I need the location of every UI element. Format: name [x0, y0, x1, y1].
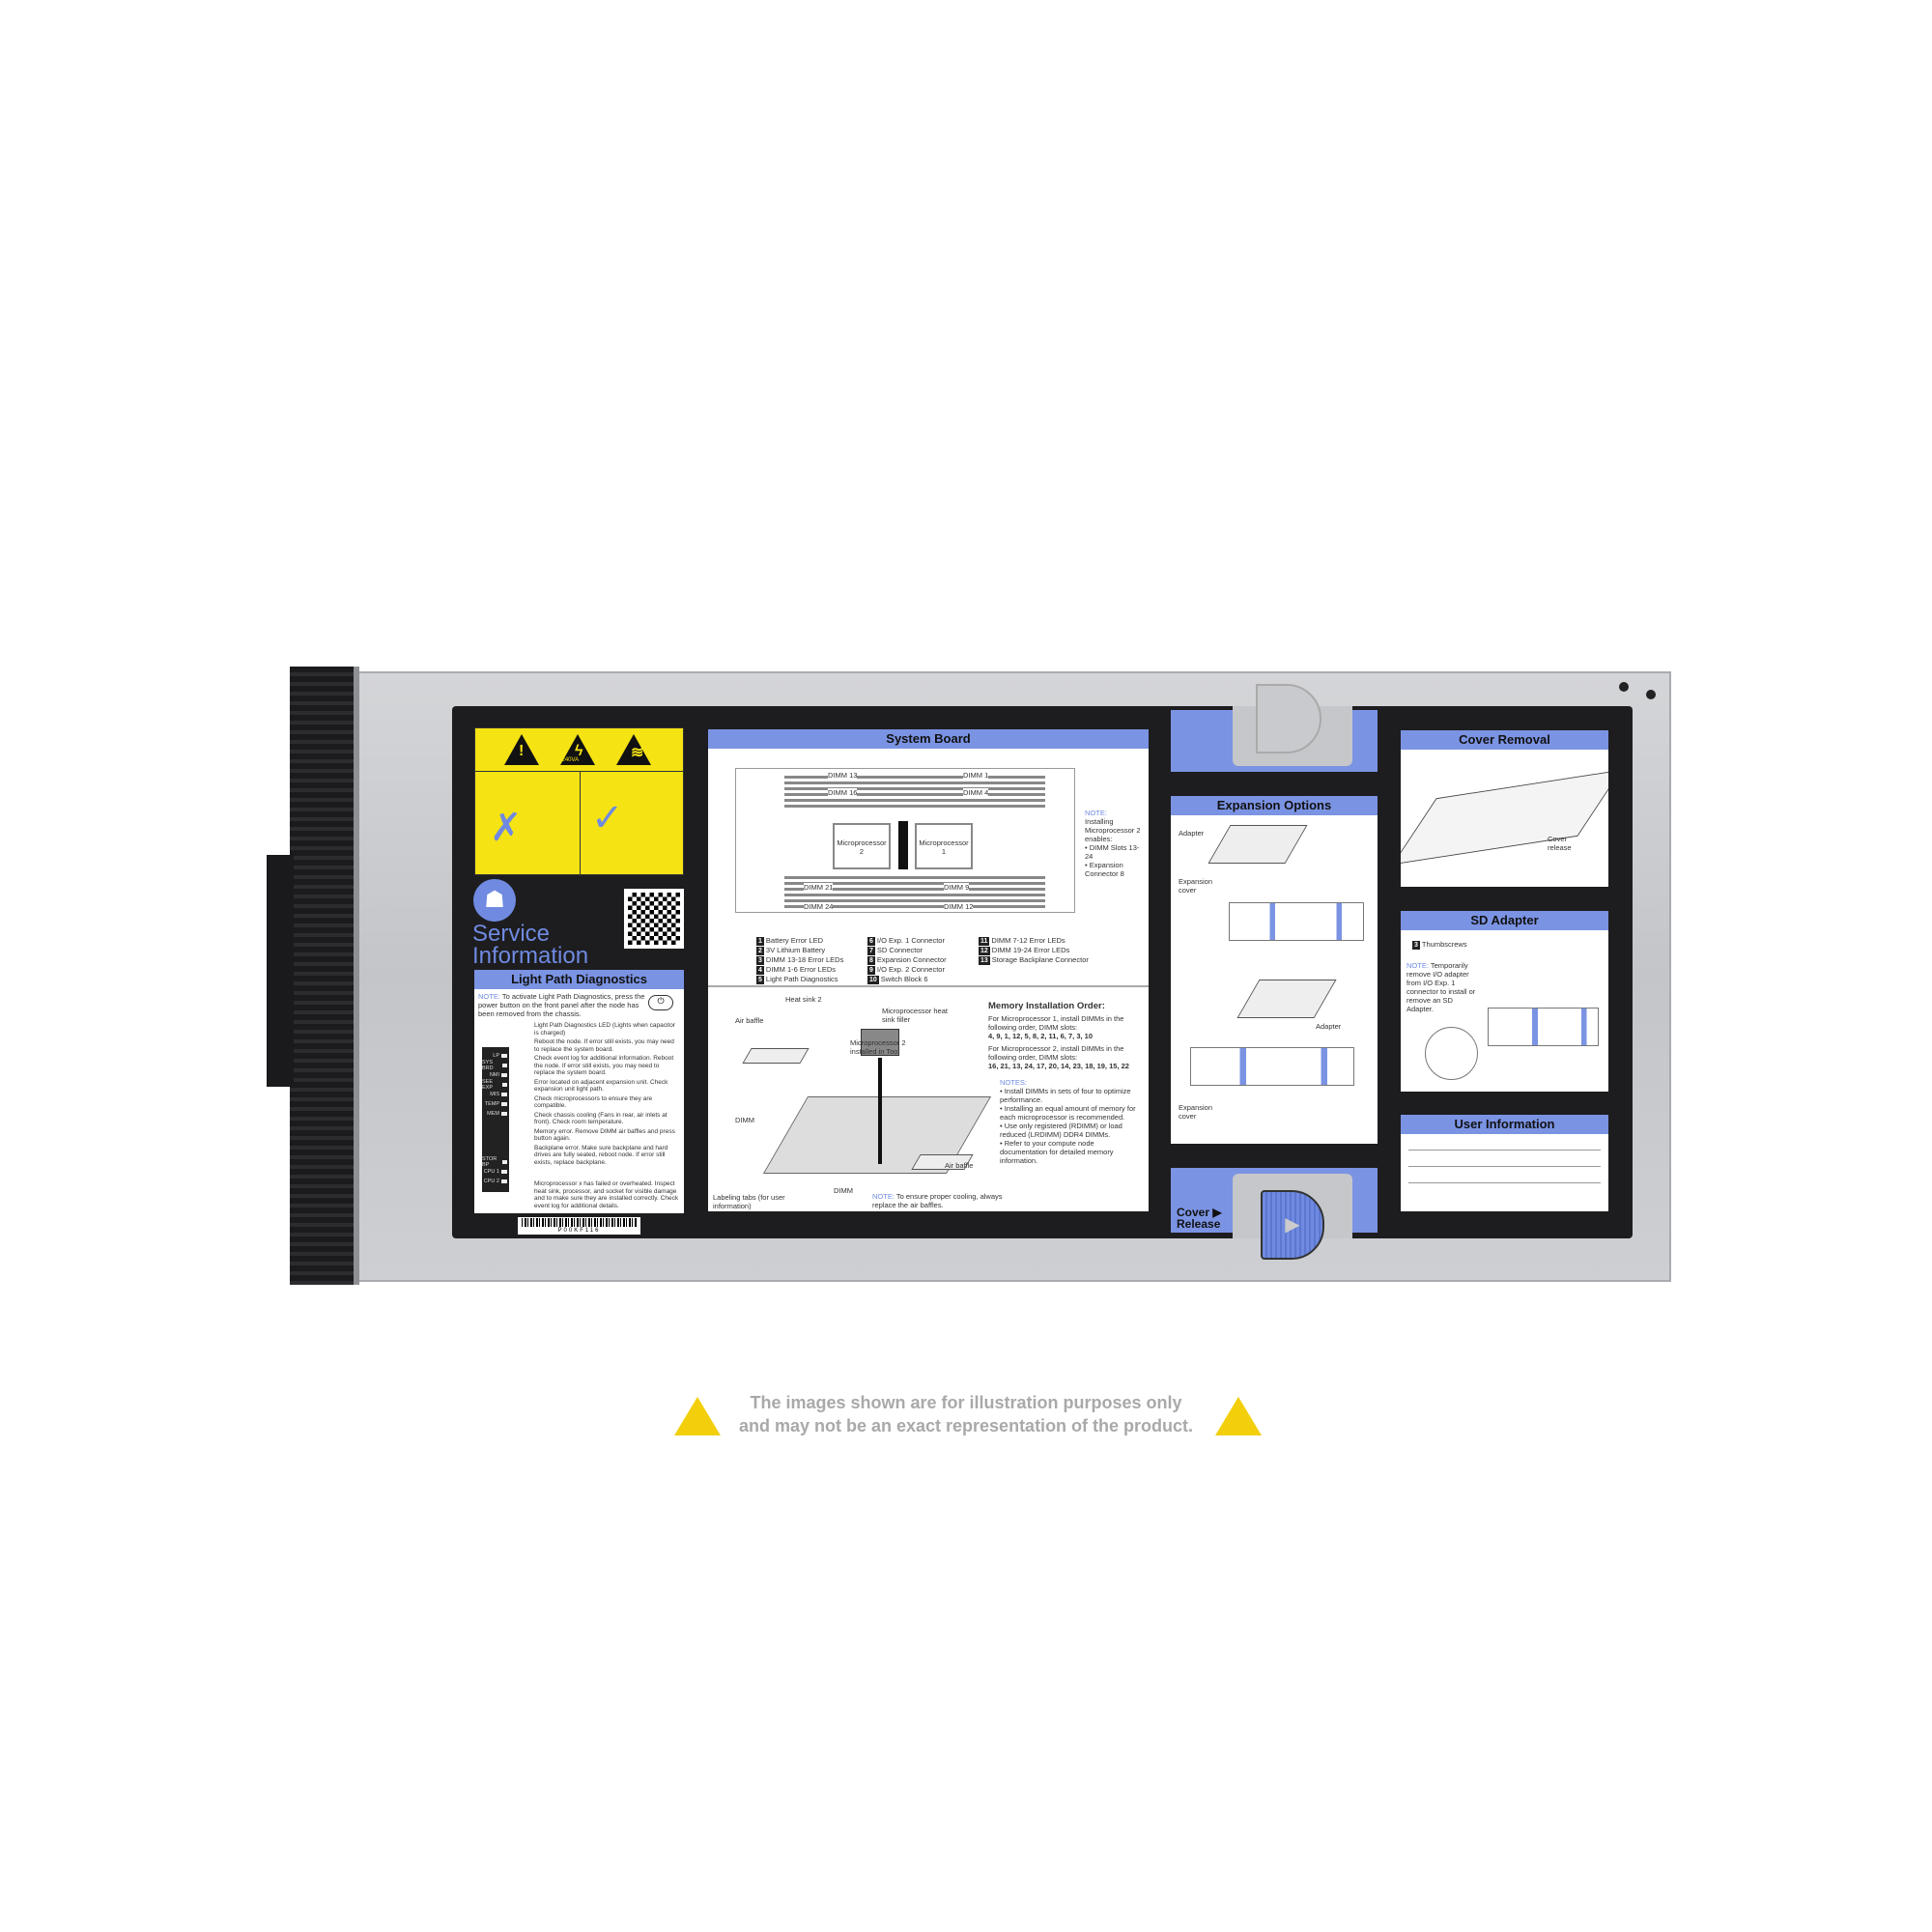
- disclaimer-text: The images shown are for illustration pu…: [738, 1393, 1194, 1435]
- read-manual-icon: ☗: [473, 879, 516, 922]
- voltage-text: >240VA: [558, 757, 580, 763]
- cpu-socket: Microprocessor 1: [915, 823, 973, 869]
- service-information-title: Service Information: [472, 921, 589, 969]
- title-line: Information: [472, 943, 589, 969]
- user-information-panel: User Information: [1401, 1115, 1608, 1211]
- release-handle: [267, 855, 294, 1087]
- board-diagram: DIMM 13 DIMM 1 DIMM 16 DIMM 4 Microproce…: [735, 768, 1075, 913]
- expansion-options-panel: Expansion Options Adapter Expansion cove…: [1171, 796, 1378, 1144]
- board-note: NOTE: Installing Microprocessor 2 enable…: [1085, 809, 1141, 878]
- panel-title: Cover Removal: [1401, 730, 1608, 750]
- light-path-chip: [898, 821, 908, 869]
- panel-title: Light Path Diagnostics: [474, 970, 684, 989]
- front-bezel: [290, 667, 359, 1285]
- exploded-diagram: [742, 1019, 992, 1193]
- title-line: Service: [472, 921, 551, 947]
- hot-surface-icon: ≋: [616, 734, 651, 765]
- panel-title: SD Adapter: [1401, 911, 1608, 930]
- connector-illustration: [1488, 1008, 1599, 1046]
- memory-installation-order: Memory Installation Order: For Microproc…: [988, 1001, 1136, 1165]
- adapter-illustration: [1208, 825, 1308, 864]
- caution-icon: !: [504, 734, 539, 765]
- connector-illustration: [1229, 902, 1364, 941]
- detail-callout: [1425, 1027, 1478, 1080]
- qr-code: [624, 889, 684, 949]
- power-button-icon: ⏻: [648, 995, 673, 1010]
- cover-removal-panel: Cover Removal Cover release: [1401, 730, 1608, 887]
- cpu-socket: Microprocessor 2: [833, 823, 891, 869]
- warning-label: ! ϟ >240VA ≋ ✗ ✓: [474, 727, 684, 876]
- led-descriptions: Light Path Diagnostics LED (Lights when …: [534, 1022, 675, 1166]
- warning-icon: [1215, 1397, 1262, 1435]
- connector-illustration: [1190, 1047, 1354, 1086]
- light-path-panel: Light Path Diagnostics NOTE: To activate…: [474, 970, 684, 1213]
- panel-title: Expansion Options: [1171, 796, 1378, 815]
- screw-hole: [1619, 682, 1629, 692]
- latch-tab[interactable]: [1256, 684, 1321, 753]
- correct-check-icon: ✓: [591, 797, 624, 839]
- barcode: P00KF116: [518, 1217, 640, 1235]
- panel-title: User Information: [1401, 1115, 1608, 1134]
- note-label: NOTE:: [478, 992, 500, 1001]
- note-text: To activate Light Path Diagnostics, pres…: [478, 992, 645, 1018]
- panel-title: System Board: [708, 729, 1149, 749]
- cover-release-label: Cover ▶Release: [1177, 1206, 1222, 1231]
- high-voltage-icon: ϟ: [560, 734, 595, 765]
- led-panel: LP SYS BRD NMI SEE EXP MIS TEMP MEM STOR…: [482, 1047, 509, 1192]
- system-board-panel: System Board DIMM 13 DIMM 1 DIMM 16 DIMM…: [708, 729, 1149, 1211]
- warning-icon: [674, 1397, 721, 1435]
- led-description-cpu: Microprocessor x has failed or overheate…: [534, 1180, 679, 1209]
- incorrect-x-icon: ✗: [490, 807, 523, 849]
- screw-hole: [1646, 690, 1656, 699]
- cover-release-button[interactable]: ▶: [1261, 1190, 1324, 1260]
- adapter-illustration: [1236, 980, 1337, 1018]
